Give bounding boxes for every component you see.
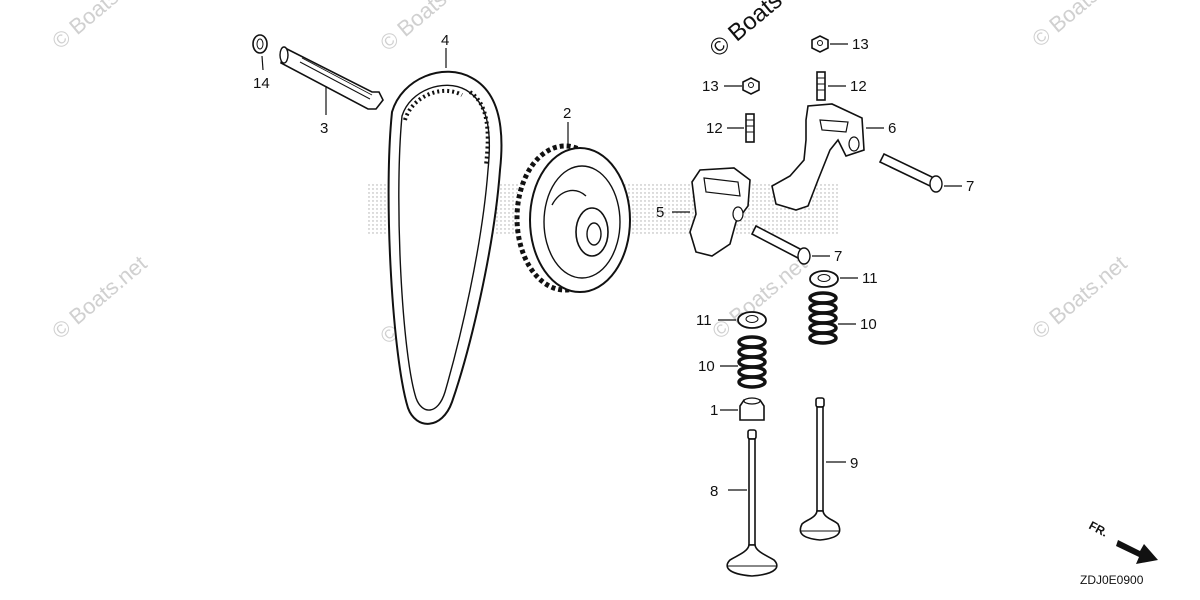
part-11-retainer-left[interactable] (737, 311, 767, 329)
part-12-stud-upper[interactable] (816, 71, 826, 101)
callout-4: 4 (441, 32, 449, 49)
callout-1: 1 (710, 402, 718, 419)
callout-8: 8 (710, 483, 718, 500)
callout-7a: 7 (966, 178, 974, 195)
watermark-text: © Boats.net (1027, 0, 1131, 52)
part-1-valve-seal[interactable] (739, 397, 765, 421)
callout-11a: 11 (862, 270, 878, 287)
callout-5: 5 (656, 204, 664, 221)
callout-12b: 12 (706, 120, 723, 137)
callout-13a: 13 (852, 36, 869, 53)
part-10-spring-right[interactable] (808, 291, 838, 345)
callout-12a: 12 (850, 78, 867, 95)
callout-9: 9 (850, 455, 858, 472)
diagram-code: ZDJ0E0900 (1080, 573, 1144, 587)
callout-10b: 10 (698, 358, 715, 375)
callout-13b: 13 (702, 78, 719, 95)
part-13-nut-lower[interactable] (742, 77, 760, 95)
front-direction-arrow-icon: FR. (1087, 518, 1158, 564)
part-4-timing-belt[interactable] (387, 70, 503, 425)
part-6-rocker-arm[interactable] (771, 103, 865, 211)
part-13-nut-upper[interactable] (811, 35, 829, 53)
callout-11b: 11 (696, 312, 712, 329)
watermark-text: © Boats.net (47, 0, 151, 54)
part-5-rocker-arm[interactable] (689, 167, 751, 257)
part-2-cam-pulley[interactable] (514, 143, 631, 293)
front-label: FR. (1087, 518, 1111, 539)
part-11-retainer-right[interactable] (809, 270, 839, 288)
callout-2: 2 (563, 105, 571, 122)
part-12-stud-lower[interactable] (745, 113, 755, 143)
callout-10a: 10 (860, 316, 877, 333)
callout-6: 6 (888, 120, 896, 137)
callout-7b: 7 (834, 248, 842, 265)
watermark-large: © Boats (705, 0, 788, 63)
watermark-text: © Boats.net (47, 251, 151, 344)
watermark-text: © Boats.net (375, 0, 479, 56)
part-10-spring-left[interactable] (737, 335, 767, 389)
part-14-washer[interactable] (252, 34, 268, 54)
part-7-pivot-bolt-left[interactable] (750, 224, 811, 265)
callout-3: 3 (320, 120, 328, 137)
callout-14: 14 (253, 75, 270, 92)
part-9-valve[interactable] (799, 397, 841, 541)
part-3-shaft[interactable] (279, 46, 384, 110)
watermark-text: © Boats.net (1027, 251, 1131, 344)
watermark-text: © Boats.net (707, 251, 811, 344)
part-7-pivot-bolt-right[interactable] (878, 152, 943, 193)
part-8-valve[interactable] (726, 429, 778, 577)
